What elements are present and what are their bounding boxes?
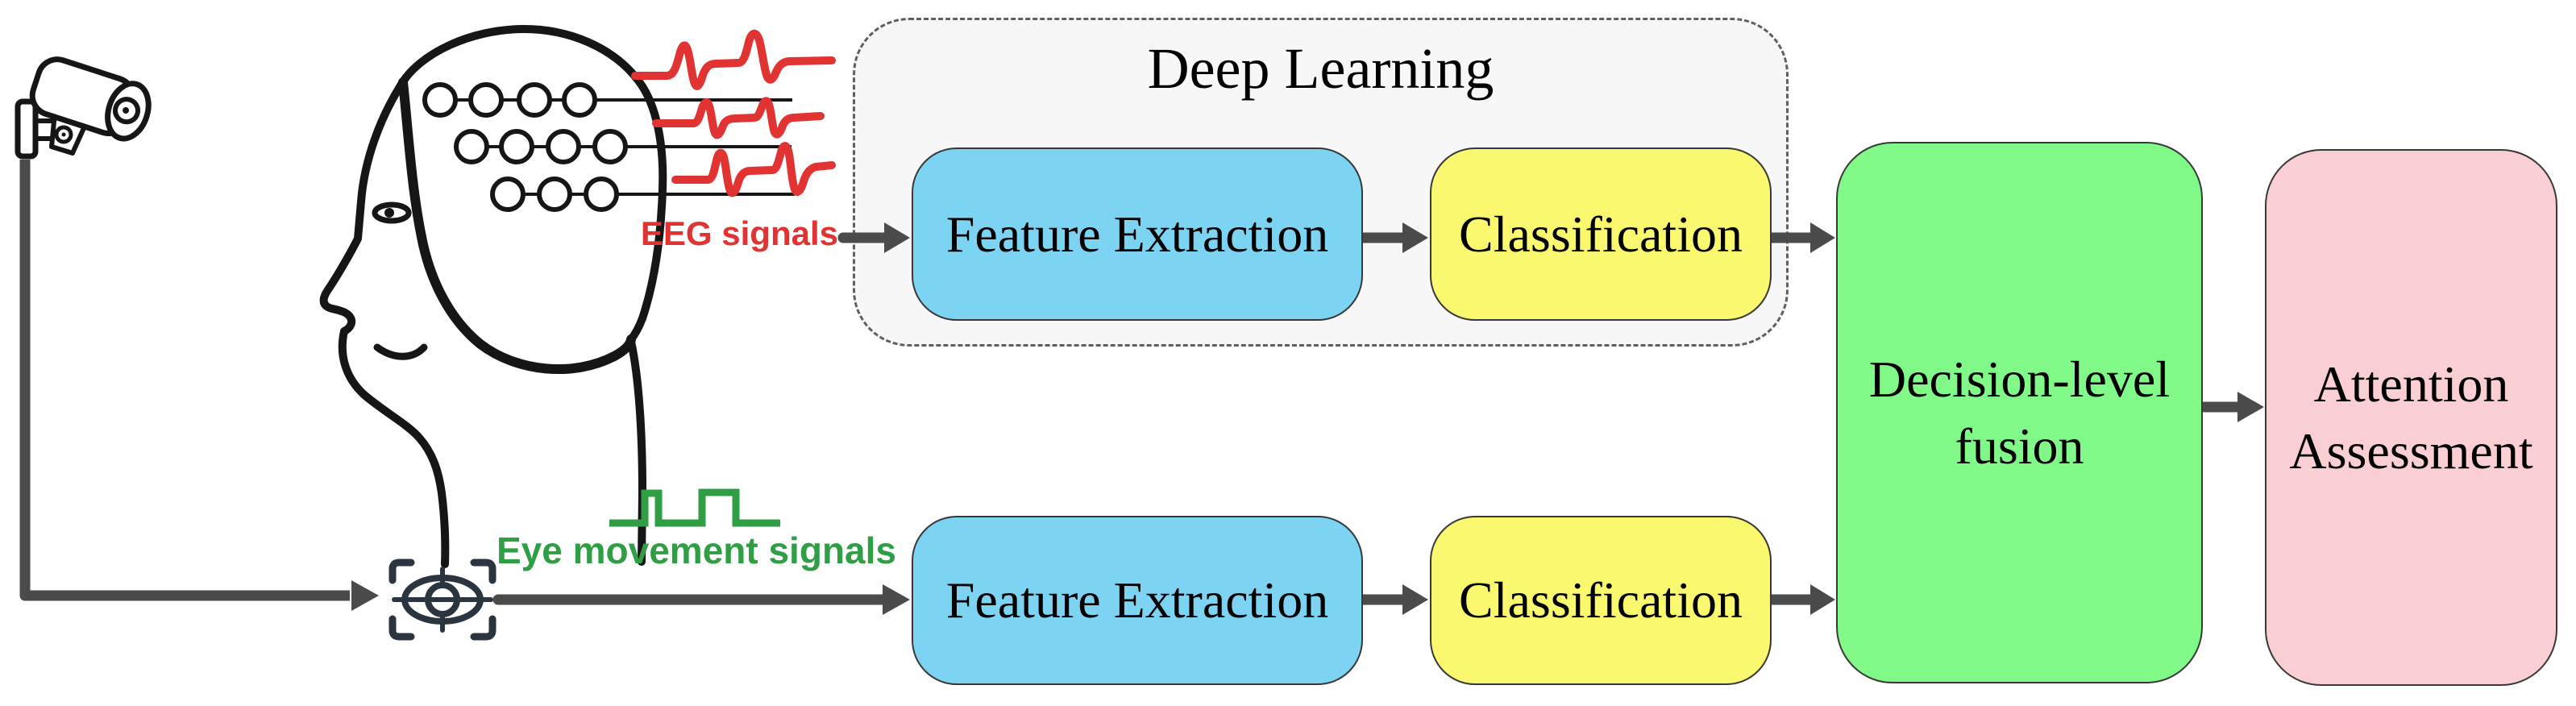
box-feature-extraction-top: Feature Extraction — [912, 147, 1363, 321]
camera-to-eyetracker-arrow — [19, 160, 379, 611]
fusion-label-line2: fusion — [1955, 417, 2084, 475]
camera-icon — [15, 56, 152, 160]
box-classification-top: Classification — [1430, 147, 1772, 321]
eeg-electrodes — [422, 82, 795, 212]
assessment-label-line1: Attention — [2313, 355, 2509, 413]
box-decision-level-fusion: Decision-level fusion — [1836, 142, 2203, 683]
eye-tracker-icon — [388, 559, 497, 641]
box-feature-extraction-bottom: Feature Extraction — [912, 516, 1363, 685]
box-attention-assessment: Attention Assessment — [2265, 149, 2557, 686]
fusion-label: Decision-level fusion — [1869, 346, 2170, 480]
assessment-label-line2: Assessment — [2289, 422, 2533, 480]
eye-movement-signals-label: Eye movement signals — [497, 530, 896, 571]
deep-learning-title: Deep Learning — [1147, 36, 1494, 101]
head-sketch — [319, 25, 667, 568]
box-classification-bottom: Classification — [1430, 516, 1772, 685]
assessment-label: Attention Assessment — [2289, 351, 2532, 484]
eye-movement-waveform-icon — [609, 488, 780, 527]
eeg-signals-label: EEG signals — [640, 214, 838, 252]
eeg-waveform-icon — [631, 29, 836, 197]
fusion-label-line1: Decision-level — [1868, 350, 2171, 408]
